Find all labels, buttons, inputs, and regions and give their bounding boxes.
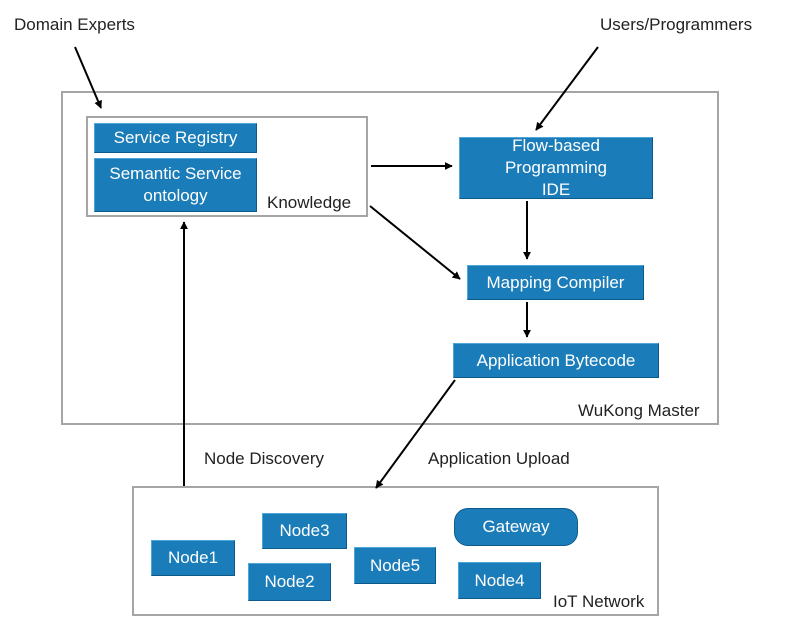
node5-box: Node5 — [354, 547, 436, 584]
application-bytecode-label: Application Bytecode — [476, 350, 636, 370]
flow-based-ide-box: Flow-based Programming IDE — [459, 136, 653, 199]
service-registry-box: Service Registry — [94, 123, 257, 153]
flow-based-ide-label: Flow-based Programming IDE — [504, 136, 608, 199]
arrow-knowledge-to-compiler — [369, 205, 461, 280]
users-programmers-label: Users/Programmers — [600, 15, 753, 34]
semantic-service-ontology-box: Semantic Service ontology — [94, 158, 257, 212]
application-upload-label: Application Upload — [428, 449, 570, 468]
wukong-master-frame — [61, 91, 719, 425]
node4-label: Node4 — [474, 570, 525, 590]
iot-network-title: IoT Network — [553, 592, 645, 611]
wukong-master-title: WuKong Master — [578, 401, 700, 420]
arrow-domain-experts-to-knowledge — [74, 46, 102, 109]
node2-box: Node2 — [248, 563, 331, 601]
iot-network-frame — [132, 486, 659, 616]
node-discovery-label: Node Discovery — [204, 449, 324, 468]
node2-label: Node2 — [264, 572, 315, 591]
node4-box: Node4 — [458, 562, 541, 599]
knowledge-title: Knowledge — [267, 193, 352, 212]
semantic-service-ontology-label: Semantic Service ontology — [109, 164, 242, 205]
domain-experts-label: Domain Experts — [14, 15, 135, 34]
arrow-users-to-ide — [535, 46, 599, 131]
node1-label: Node1 — [167, 548, 219, 567]
mapping-compiler-box: Mapping Compiler — [467, 265, 644, 300]
gateway-label: Gateway — [482, 517, 550, 536]
node3-label: Node3 — [279, 521, 330, 540]
mapping-compiler-label: Mapping Compiler — [486, 272, 625, 292]
gateway-box: Gateway — [454, 508, 578, 546]
service-registry-label: Service Registry — [113, 128, 238, 147]
arrow-bytecode-to-iot — [375, 379, 456, 489]
application-bytecode-box: Application Bytecode — [453, 343, 659, 378]
node5-label: Node5 — [369, 555, 421, 575]
node3-box: Node3 — [262, 513, 347, 549]
node1-box: Node1 — [151, 540, 235, 576]
